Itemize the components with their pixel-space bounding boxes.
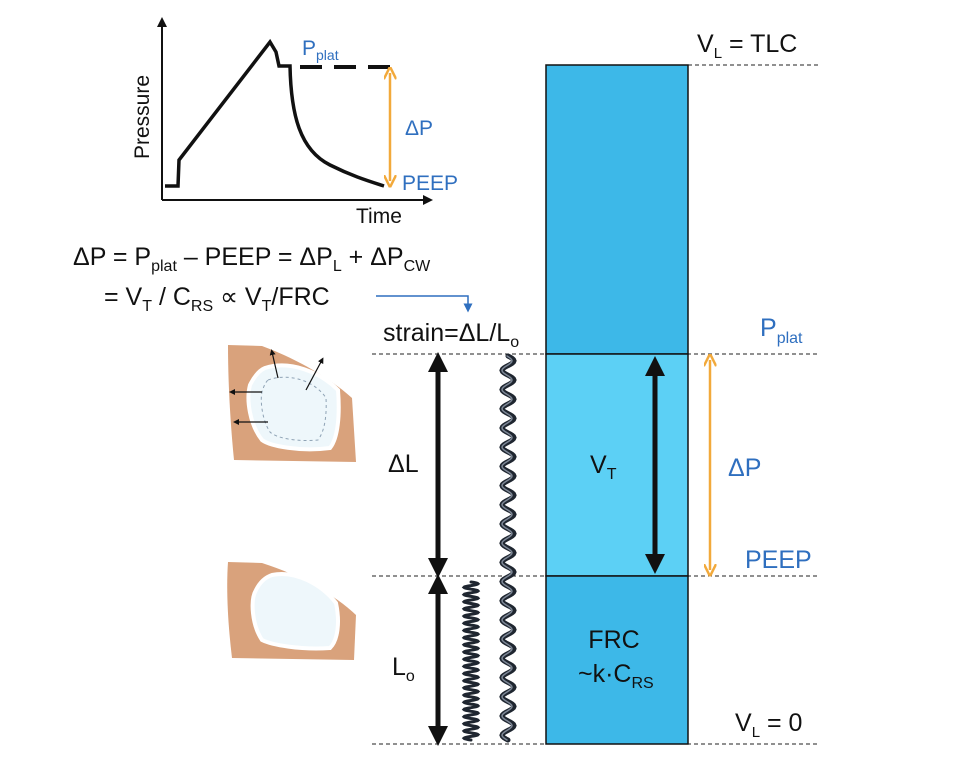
right-peep-label: PEEP	[745, 546, 812, 574]
equation-part: T	[262, 298, 272, 315]
relaxed-lung-airspace	[250, 572, 340, 651]
equation-part: RS	[191, 298, 213, 315]
equation-part: = V	[104, 283, 143, 311]
equation-part: CW	[404, 258, 432, 275]
right-delta-p-label: ΔP	[728, 454, 761, 482]
inset-pplat-label: Pplat	[302, 37, 339, 63]
inset-peep-label: PEEP	[402, 172, 458, 195]
equation-line-2: = VT / CRS ∝ VT/FRC	[104, 283, 330, 315]
equation: ΔP = Pplat – PEEP = ΔPL + ΔPCW = VT / CR…	[73, 243, 473, 315]
equation-part: + ΔP	[342, 243, 404, 271]
inset-xlabel: Time	[356, 205, 402, 228]
equation-part: – PEEP = ΔP	[177, 243, 333, 271]
expansion-arrow-diagonal	[305, 357, 324, 391]
tidal-volume-block	[545, 353, 689, 577]
pressure-time-inset: Pressure Time Pplat ΔP PEEP	[131, 17, 458, 228]
equation-part: plat	[151, 258, 177, 275]
l0-label: Lo	[392, 653, 415, 685]
frc-label: FRC	[588, 626, 639, 654]
relaxed-lung-illustration	[227, 562, 356, 660]
inflated-lung-airspace	[246, 363, 341, 452]
equation-pointer-arrow	[376, 295, 473, 313]
right-pplat-label: Pplat	[760, 314, 803, 347]
frc-k-crs-label: ~k·CRS	[578, 660, 654, 692]
frc-block	[545, 575, 689, 745]
tlc-label: VL = TLC	[697, 30, 797, 62]
inset-ylabel: Pressure	[131, 75, 154, 159]
equation-part: ∝ V	[213, 283, 262, 311]
equation-part: T	[142, 298, 152, 315]
pressure-waveform	[165, 38, 385, 188]
strain-label: strain=ΔL/Lo	[383, 319, 519, 351]
volume-column: VT FRC ~k·CRS	[545, 64, 689, 745]
stretched-spring-highlight	[501, 355, 513, 741]
equation-line-1: ΔP = Pplat – PEEP = ΔPL + ΔPCW	[73, 243, 431, 275]
vt-label: VT	[590, 451, 617, 483]
vl-zero-label: VL = 0	[735, 709, 802, 741]
column-upper-block	[545, 64, 689, 355]
inset-delta-p-label: ΔP	[405, 117, 433, 140]
inflated-lung-illustration	[228, 345, 356, 462]
delta-l-label: ΔL	[388, 450, 419, 478]
equation-part: L	[333, 258, 342, 275]
inflated-lung-inner-outline	[260, 376, 327, 441]
equation-part: /FRC	[271, 283, 329, 311]
equation-part: ΔP = P	[73, 243, 151, 271]
equation-part: / C	[152, 283, 191, 311]
expansion-arrow-up	[269, 349, 279, 379]
relaxed-spring	[461, 580, 481, 742]
